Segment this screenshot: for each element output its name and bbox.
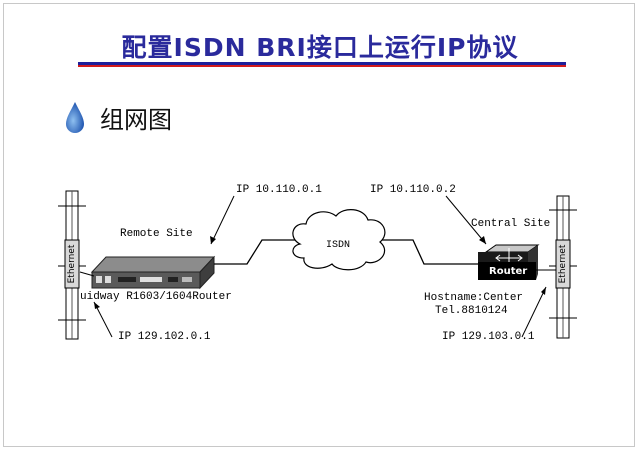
slide-frame (3, 3, 635, 447)
isdn-link-right (378, 239, 478, 265)
central-site-label: Central Site (471, 218, 551, 230)
title-rule-red (78, 65, 566, 67)
left-ethernet-label: Ethernet (67, 244, 77, 284)
left-device-label: uidway R1603/1604Router (80, 291, 232, 303)
hostname-label: Hostname:Center (424, 292, 524, 304)
right-ip-top-label: IP 10.110.0.2 (370, 184, 456, 196)
section-heading: 组网图 (100, 106, 172, 134)
router-icon (90, 255, 216, 290)
remote-site-label: Remote Site (120, 228, 193, 240)
title-rule-blue (78, 62, 566, 65)
central-router-icon (478, 244, 540, 280)
pointer-right-ip-bottom (521, 286, 547, 338)
right-ethernet-segment (549, 195, 577, 339)
tel-label: Tel.8810124 (435, 305, 508, 317)
left-ip-bottom-label: IP 129.102.0.1 (118, 331, 211, 343)
slide-title: 配置ISDN BRI接口上运行IP协议 (121, 33, 519, 62)
isdn-label: ISDN (326, 240, 351, 251)
left-ip-top-label: IP 10.110.0.1 (236, 184, 322, 196)
pointer-left-ip-top (210, 195, 235, 245)
cloud-icon (292, 209, 386, 271)
right-ip-bottom-label: IP 129.103.0.1 (442, 331, 535, 343)
pointer-right-ip-top (445, 195, 487, 245)
left-ethernet-link (79, 271, 95, 277)
left-ethernet-segment (58, 190, 86, 340)
right-ethernet-label: Ethernet (558, 244, 568, 284)
isdn-link-left (214, 239, 300, 265)
water-drop-icon (66, 102, 84, 133)
router-box-label: Router (489, 266, 528, 277)
